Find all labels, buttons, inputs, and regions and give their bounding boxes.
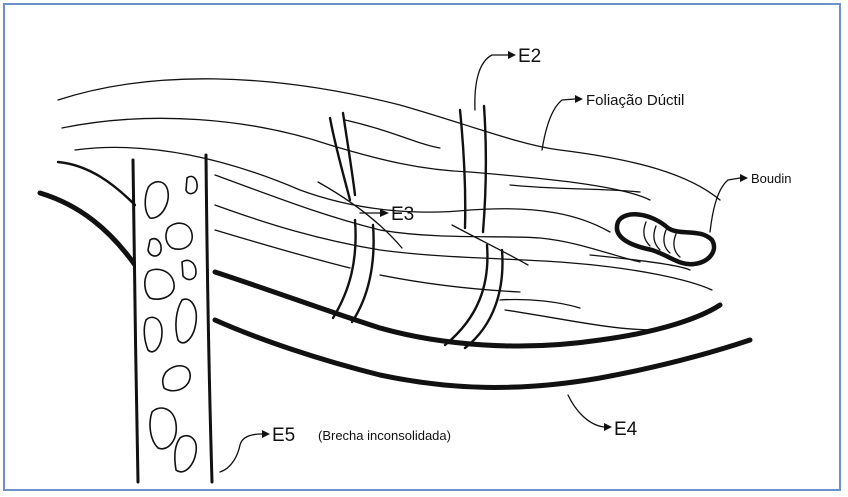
breccia-clast-5 <box>182 260 196 279</box>
label-e5: E5 <box>272 425 295 446</box>
label-foliacao-ductil: Foliação Dúctil <box>586 92 684 109</box>
left-layers <box>40 162 135 265</box>
foliation-line-9 <box>345 120 440 148</box>
boudin-arrowhead <box>740 174 748 182</box>
breccia-dike <box>133 155 212 482</box>
left-layer-1 <box>58 162 135 205</box>
breccia-clast-10 <box>150 408 176 449</box>
breccia-clast-6 <box>145 269 174 299</box>
boudin <box>617 214 714 264</box>
label-boudin: Boudin <box>751 171 791 186</box>
label-e3: E3 <box>391 204 414 225</box>
foliation-line-10 <box>510 185 640 192</box>
e2-arrowhead <box>508 51 516 59</box>
foliacao-leader <box>542 99 575 150</box>
e5-leader <box>220 434 262 472</box>
boudin-outline <box>617 214 714 264</box>
foliation-line-6 <box>215 230 350 268</box>
foliacao-arrowhead <box>575 95 583 103</box>
thick-layer-upper <box>215 272 720 346</box>
e2-fracture-2b <box>483 106 486 232</box>
label-e2: E2 <box>518 46 541 67</box>
e3-band-2b <box>465 250 502 348</box>
foliation-line-12 <box>500 299 580 308</box>
e3-fractures <box>318 182 528 348</box>
e4-leader <box>568 395 604 427</box>
e2-leader <box>475 55 508 110</box>
foliation-line-8 <box>505 310 655 330</box>
breccia-clast-4 <box>148 239 161 256</box>
breccia-clast-3 <box>166 223 192 249</box>
left-layer-thick <box>40 193 135 265</box>
label-e4: E4 <box>614 419 638 440</box>
e3-oblique-1 <box>318 182 402 248</box>
breccia-clast-8 <box>144 317 162 351</box>
e2-fracture-1a <box>330 118 350 200</box>
e5-arrowhead <box>262 430 270 438</box>
label-e5-note: (Brecha inconsolidada) <box>318 428 451 443</box>
e4-arrowhead <box>604 423 612 431</box>
e3-band-1a <box>333 220 356 318</box>
breccia-clast-2 <box>186 176 197 193</box>
boudin-leader <box>710 178 740 232</box>
